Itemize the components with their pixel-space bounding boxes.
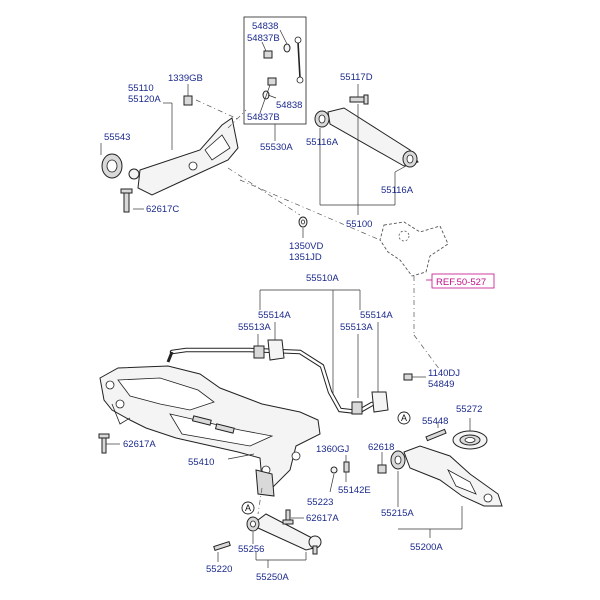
bracket-55514a-right [371,391,389,413]
label-62617a: 62617A [306,513,339,524]
label-55530a: 55530A [260,142,293,153]
marker-a-right [397,411,411,425]
lower-arm-assembly [390,418,503,538]
label-54849: 54849 [428,379,454,390]
label-1360gj: 1360GJ [316,444,350,455]
label-55142e: 55142E [338,485,371,496]
label-1339gb: 1339GB [168,73,203,84]
marker-a-left-label: A [245,503,251,513]
label-55256: 55256 [238,544,264,555]
label-54837b: 54837B [247,33,280,44]
label-55215a: 55215A [381,508,414,519]
label-55117d: 55117D [340,72,373,83]
label-55272: 55272 [456,404,482,415]
label-55116a: 55116A [306,137,339,148]
label-55120a: 55120A [128,94,161,105]
label-54838: 54838 [252,21,278,32]
label-55116a: 55116A [381,185,414,196]
nut-62618 [377,464,387,474]
marker-a-left [241,501,255,515]
label-54837b: 54837B [247,112,280,123]
trailing-arm-assembly [100,84,247,213]
reference-box [431,273,495,289]
nut-1339gb [183,95,193,106]
assist-arm-assembly [213,487,322,568]
label-55100: 55100 [346,219,372,230]
washer-55223 [330,466,338,474]
label-55110: 55110 [128,83,154,94]
marker-a-right-label: A [401,413,407,423]
label-55514a: 55514A [258,310,291,321]
label-55510a: 55510A [306,273,339,284]
washer-54838-top [283,43,291,53]
bolt-55220 [213,540,231,552]
bolt-62617a-left [101,436,107,454]
nut-1140dj [403,373,413,381]
upper-arm [327,107,419,167]
bushing-55513a-right [351,401,363,415]
upper-arm-assembly [227,84,419,241]
link-ball-top [294,36,302,44]
reference-label: REF.50-527 [436,277,486,288]
link-ball-bottom [296,76,304,84]
label-62617a: 62617A [123,439,156,450]
label-55514a: 55514A [360,310,393,321]
label-1140dj: 1140DJ [428,368,460,379]
bolt-62617c [123,191,130,213]
label-55513a: 55513A [340,322,373,333]
crossmember-55410 [99,365,321,497]
label-55448: 55448 [422,416,448,427]
link-rod [297,41,301,79]
label-55543: 55543 [104,132,130,143]
bolt-55448 [425,428,447,442]
bracket-55514a-left [267,339,285,361]
bolt-55142e [343,461,350,473]
label-62617c: 62617C [146,204,179,215]
nut-54837b-bottom [267,77,277,86]
trailing-arm [137,117,239,196]
label-55410: 55410 [188,457,214,468]
label-55200a: 55200A [410,542,443,553]
bushing-55513a-left [253,345,265,359]
label-55223: 55223 [307,497,333,508]
label-54838: 54838 [276,100,302,111]
knuckle-outline [379,221,449,371]
stabilizer-bar [166,339,389,415]
label-55250a: 55250A [256,572,289,583]
label-1350vd: 1350VD [289,241,323,252]
label-1351jd: 1351JD [289,252,322,263]
label-62618: 62618 [368,442,394,453]
nut-54837b-top [263,50,273,59]
label-55513a: 55513A [238,322,271,333]
label-55220: 55220 [206,564,232,575]
